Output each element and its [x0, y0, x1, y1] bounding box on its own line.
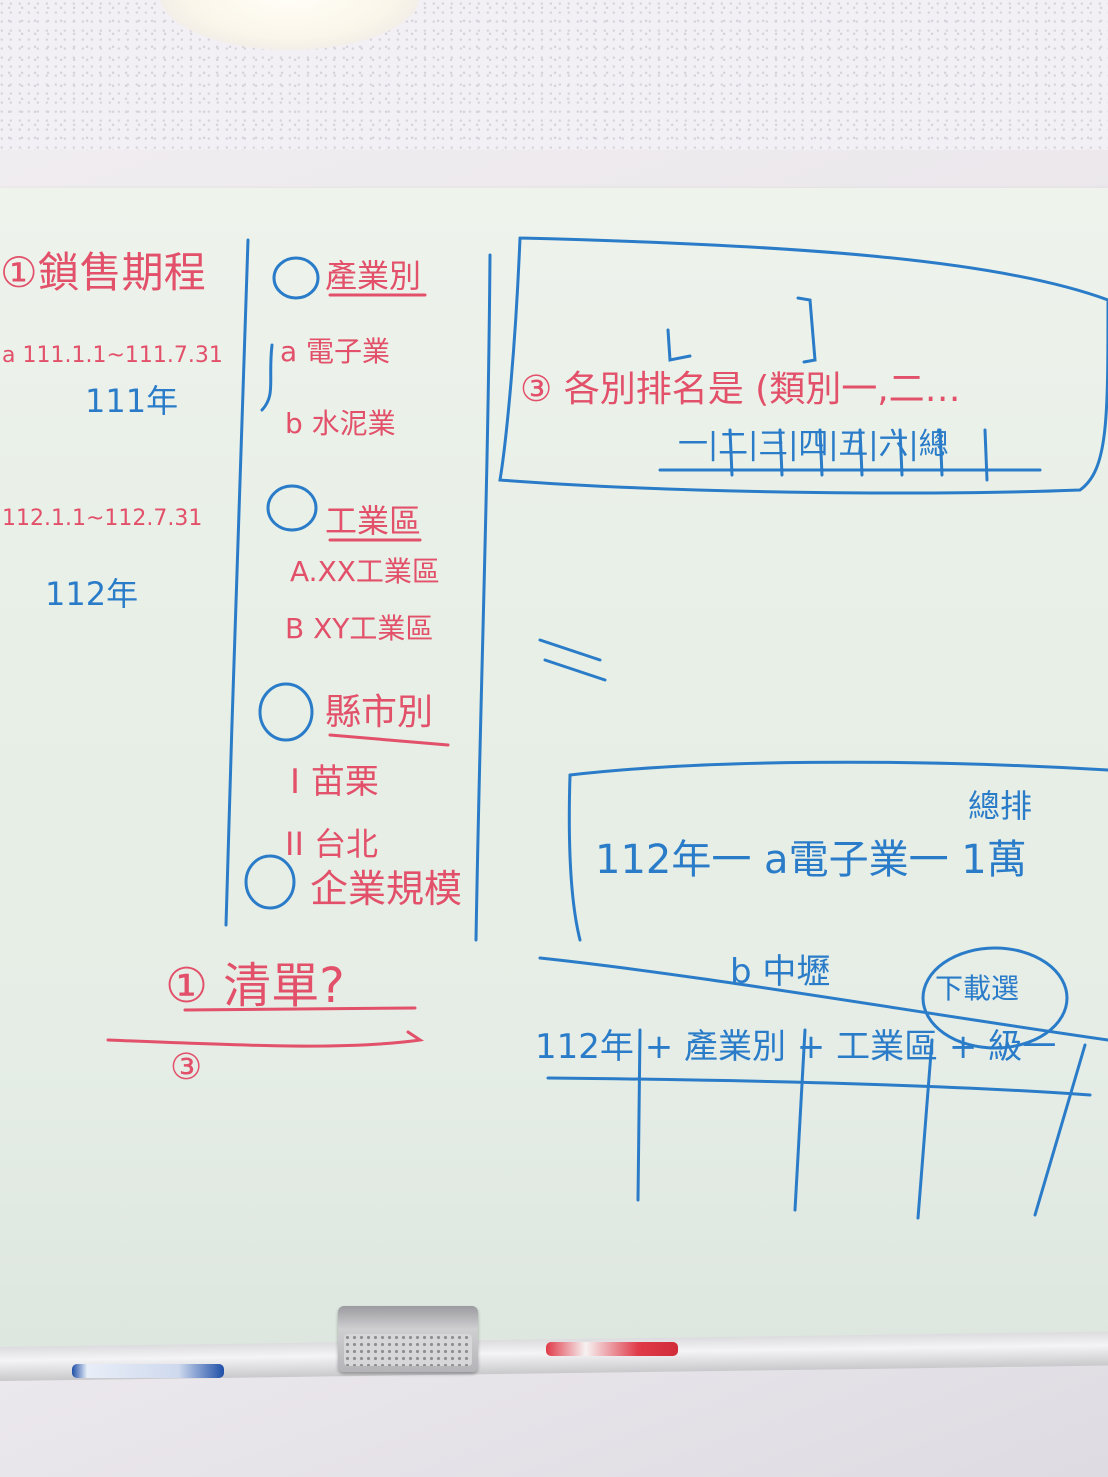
- table-col2: [793, 1028, 807, 1212]
- industry-b: b 水泥業: [285, 407, 396, 440]
- table-header: 112年 + 產業別 + 工業區 + 級一: [535, 1027, 1057, 1067]
- top-right-box: [498, 236, 1108, 495]
- column-divider-left: [224, 238, 250, 927]
- industry-a: a 電子業: [280, 335, 391, 368]
- range-b: 112.1.1~112.7.31: [2, 506, 203, 531]
- red-marker: [546, 1342, 678, 1356]
- double-slash: [538, 638, 607, 682]
- range-a: a 111.1.1~111.7.31: [2, 343, 223, 368]
- whiteboard-eraser: [338, 1306, 478, 1372]
- bracket-right: [796, 296, 817, 364]
- circle-4: [244, 854, 296, 910]
- ranking-categories: 一|二|三|四|五|六|總: [678, 427, 949, 462]
- county-ii: II 台北: [285, 825, 379, 863]
- circle-3b: [258, 682, 314, 742]
- example-line-a: 112年一 a電子業一 1萬: [595, 837, 1027, 883]
- item-three: ③: [170, 1047, 203, 1088]
- table-header-line: [546, 1076, 1092, 1097]
- table-col4: [1033, 1043, 1087, 1217]
- circle-3: [266, 484, 318, 532]
- county-title: 縣市別: [325, 692, 434, 733]
- table-col1: [636, 1028, 642, 1202]
- bracket-mid: [260, 343, 274, 412]
- county-i: I 苗栗: [290, 762, 379, 802]
- underline-list: [183, 1006, 417, 1012]
- total-rank-label: 總排: [968, 787, 1033, 825]
- list-question: ① 清單?: [165, 958, 345, 1014]
- circled-download-note: 下載選: [935, 972, 1020, 1005]
- zone-a: A.XX工業區: [290, 555, 440, 588]
- ranking-dividers: [728, 428, 989, 482]
- zone-title: 工業區: [325, 502, 422, 540]
- ceiling: [0, 0, 1108, 150]
- column-divider-right: [474, 253, 492, 942]
- eraser-grip: [344, 1334, 472, 1366]
- scale-title: 企業規模: [310, 867, 463, 911]
- ranking-line: ③ 各別排名是 (類別一,二…: [520, 369, 961, 410]
- example-line-b: b 中壢: [730, 952, 831, 992]
- blue-marker: [72, 1364, 224, 1378]
- circle-2: [272, 256, 320, 300]
- circle-note: [921, 946, 1069, 1050]
- industry-title: 產業別: [325, 257, 422, 295]
- year-b: 112年: [45, 575, 139, 613]
- zone-b: B XY工業區: [285, 612, 434, 645]
- bottom-right-box-top: [568, 760, 1108, 777]
- year-a: 111年: [85, 382, 179, 420]
- bottom-right-box-left: [567, 773, 582, 942]
- heading-sales-period: ①鎖售期程: [0, 248, 206, 297]
- long-arrow: [106, 1030, 425, 1048]
- arrow-down: [666, 328, 692, 362]
- diagonal-line: [538, 956, 1108, 1042]
- underline-county: [328, 733, 450, 747]
- table-col3: [916, 1038, 934, 1220]
